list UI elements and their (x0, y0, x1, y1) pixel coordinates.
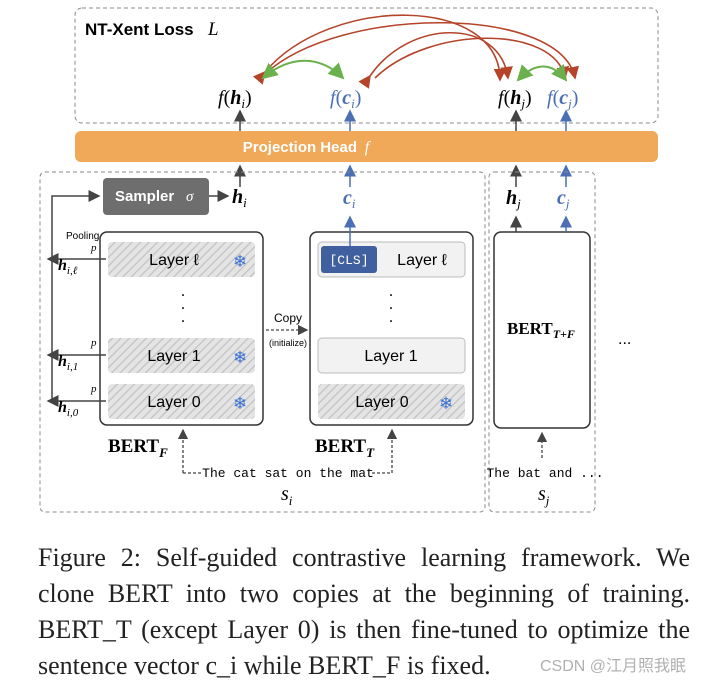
sentence-s-i: si (281, 483, 293, 508)
hidden-h-il: hi,ℓ (58, 257, 78, 277)
svg-text:.: . (181, 283, 185, 300)
svg-text:Layer ℓ: Layer ℓ (149, 252, 199, 269)
bert-f-layer-1 (108, 338, 255, 373)
pooling-label: Pooling (66, 231, 99, 242)
hidden-h-i1: hi,1 (58, 353, 78, 373)
hidden-h-i0: hi,0 (58, 399, 79, 419)
svg-text:Layer ℓ: Layer ℓ (397, 252, 447, 269)
projection-head-label: Projection Head (243, 139, 357, 156)
vector-c-j: cj (557, 187, 570, 211)
vector-h-i: hi (232, 186, 247, 210)
loss-box (74, 7, 659, 124)
svg-text:Layer 0: Layer 0 (147, 394, 200, 411)
vector-h-j: hj (506, 187, 521, 211)
cls-token (321, 246, 377, 273)
snowflake-icon: ❄ (233, 252, 247, 271)
bert-t-box (309, 231, 474, 426)
watermark: CSDN @江月照我眠 (540, 658, 687, 675)
svg-text:.: . (389, 283, 393, 300)
framework-diagram: NT-Xent Loss L f(hi) f(ci) f(hj) f(cj) P… (39, 7, 659, 513)
loss-symbol: L (207, 19, 219, 40)
sentence-i-text: The cat sat on the mat (202, 466, 374, 481)
projection-head (75, 131, 658, 162)
loss-arc-red-3 (358, 32, 513, 89)
vector-c-i: ci (343, 187, 356, 211)
sentence-i-group (39, 171, 486, 513)
snowflake-icon: ❄ (439, 394, 453, 413)
copy-label: Copy (274, 311, 302, 325)
sampler-label: Sampler (115, 188, 174, 205)
svg-text:[CLS]: [CLS] (329, 253, 368, 268)
svg-text:p: p (90, 242, 97, 254)
output-fc-i: f(ci) (330, 87, 361, 111)
sampler-symbol: σ (186, 189, 194, 205)
svg-text:Layer 1: Layer 1 (147, 348, 200, 365)
snowflake-icon: ❄ (233, 394, 247, 413)
sentence-j-text: The bat and ... (486, 466, 603, 481)
svg-text:.: . (389, 296, 393, 313)
loss-arc-red-4 (374, 37, 570, 80)
bert-f-layer-0 (108, 384, 255, 419)
bert-tf-box (493, 231, 591, 429)
loss-arc-green-1 (261, 59, 345, 80)
svg-text:Layer 1: Layer 1 (364, 348, 417, 365)
bert-f-box (99, 231, 264, 426)
more-ellipsis: ... (618, 331, 631, 348)
bert-f-label: BERTF (108, 436, 168, 460)
svg-text:Layer 0: Layer 0 (355, 394, 408, 411)
loss-arc-red-2 (264, 21, 579, 80)
bert-t-label: BERTT (315, 436, 375, 460)
projection-head-symbol: f (365, 139, 372, 156)
sentence-s-j: sj (538, 483, 550, 508)
loss-title: NT-Xent Loss (85, 20, 194, 39)
bert-t-layer-1 (317, 337, 466, 374)
output-fc-j: f(cj) (547, 87, 578, 111)
svg-text:p: p (90, 337, 97, 349)
loss-arc-green-2 (516, 64, 568, 82)
svg-text:.: . (181, 296, 185, 313)
sentence-j-group (488, 171, 596, 513)
output-fh-i: f(hi) (218, 87, 252, 111)
copy-sublabel: (initialize) (269, 338, 307, 348)
output-fh-j: f(hj) (498, 87, 532, 111)
svg-text:.: . (389, 309, 393, 326)
loss-arc-red-1 (252, 14, 507, 85)
bert-t-layer-0 (318, 384, 465, 419)
svg-text:p: p (90, 383, 97, 395)
figure-caption: Figure 2: Self-guided contrastive learni… (38, 543, 690, 680)
bert-tf-label: BERTT+F (507, 319, 575, 341)
snowflake-icon: ❄ (233, 348, 247, 367)
bert-f-layer-l (108, 242, 255, 277)
sampler-box (103, 178, 209, 215)
svg-text:.: . (181, 309, 185, 326)
